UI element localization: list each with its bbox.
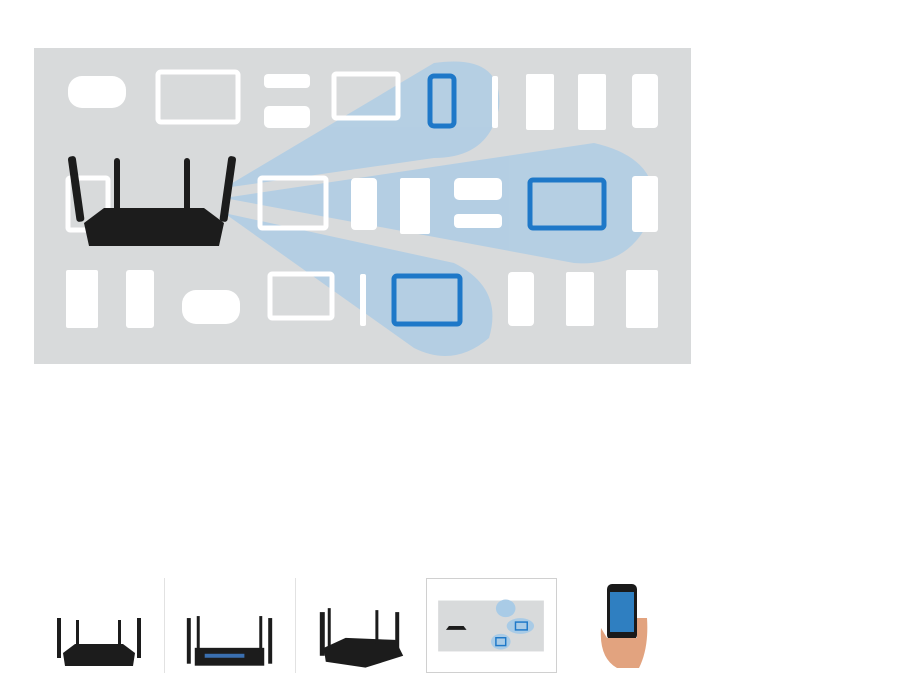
router-thumbnail-icon [57, 618, 141, 666]
main-product-image [34, 48, 691, 364]
highlighted-devices [391, 73, 607, 327]
devices-diagram-thumbnail-icon [438, 599, 544, 652]
device-icons [65, 69, 658, 328]
thumbnail-router-front[interactable] [33, 578, 164, 673]
phone-in-hand-thumbnail-icon [600, 584, 648, 668]
thumbnail-router-back[interactable] [164, 578, 295, 673]
signal-beams [224, 61, 655, 356]
router-angle-thumbnail-icon [319, 608, 404, 668]
thumbnail-strip [33, 578, 691, 673]
router-image [67, 156, 237, 246]
thumbnail-router-angle[interactable] [295, 578, 426, 673]
router-back-thumbnail-icon [186, 616, 273, 666]
thumbnail-mobile-app[interactable] [557, 578, 688, 673]
thumbnail-devices-diagram[interactable] [426, 578, 557, 673]
